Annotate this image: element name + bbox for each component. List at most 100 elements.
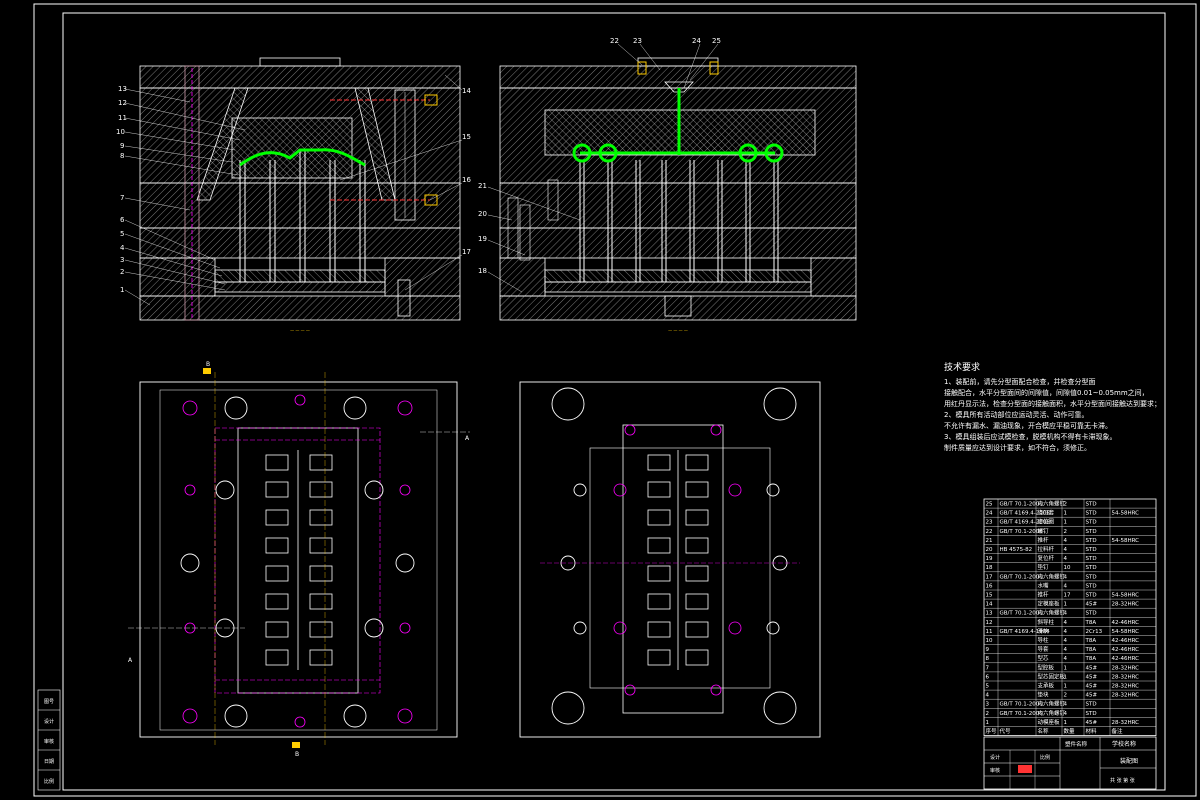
- bom-cell: 斜导柱: [1038, 618, 1055, 626]
- bom-cell: HB 4575-82: [1000, 547, 1033, 553]
- callout-a-8: 5: [120, 230, 124, 238]
- bom-cell: 10: [1064, 565, 1071, 571]
- view-b-caption: — — — —: [668, 328, 688, 333]
- bom-cell: 54-58HRC: [1112, 511, 1140, 517]
- section-mark-a-right: A: [465, 435, 470, 442]
- bom-cell: 垫钉: [1038, 563, 1050, 571]
- bom-cell: 型芯: [1038, 654, 1050, 662]
- bom-cell: 1: [1064, 674, 1068, 680]
- bom-cell: 28-32HRC: [1112, 720, 1140, 726]
- section-view-a: 13 12 11 10 9 8 7 6 5 4 3 2 1 14 15 16 1…: [116, 57, 471, 333]
- callout-b-top-3: 25: [712, 37, 721, 45]
- title-drawing-name: 装配图: [1120, 757, 1138, 765]
- callout-a-1: 12: [118, 99, 127, 107]
- bom-cell: 28-32HRC: [1112, 602, 1140, 608]
- callout-a-4: 9: [120, 142, 124, 150]
- bom-cell: 17: [986, 574, 993, 580]
- bom-cell: STD: [1086, 702, 1097, 708]
- bom-cell: 内六角螺钉: [1038, 609, 1066, 617]
- bom-cell: 23: [986, 520, 993, 526]
- bom-cell: STD: [1086, 511, 1097, 517]
- bom-cell: 17: [1064, 593, 1071, 599]
- bom-cell: 1: [986, 720, 990, 726]
- bom-cell: STD: [1086, 711, 1097, 717]
- bom-cell: STD: [1086, 556, 1097, 562]
- bom-cell: GB/T 70.1-2000: [1000, 702, 1044, 708]
- callout-a-11: 2: [120, 268, 124, 276]
- bom-cell: 4: [1064, 656, 1068, 662]
- bom-cell: 型腔板: [1038, 663, 1055, 671]
- tech-line-4: 不允许有漏水、漏油现象，开合模应平稳可靠无卡滞。: [944, 421, 1112, 430]
- bom-cell: 3: [986, 702, 990, 708]
- bom-cell: 2: [986, 711, 990, 717]
- bom-cell: 2Cr13: [1086, 629, 1103, 635]
- bom-cell: 推杆: [1038, 536, 1050, 544]
- bom-cell: 定模座板: [1038, 600, 1061, 608]
- margin-label-3: 日期: [44, 759, 54, 765]
- bom-cell: 4: [1064, 647, 1068, 653]
- title-school-label: 学校名称: [1112, 740, 1136, 748]
- bom-cell: STD: [1086, 538, 1097, 544]
- bom-cell: 45#: [1086, 674, 1098, 680]
- tech-line-5: 3、模具组装后应试模检查，脱模机构不得有卡滞现象。: [944, 432, 1116, 441]
- title-sheet-label: 共 张 第 张: [1110, 777, 1135, 784]
- bom-cell: GB/T 4169.4-2006: [1000, 511, 1051, 517]
- callout-b-top-2: 24: [692, 37, 701, 45]
- bom-cell: T8A: [1085, 647, 1097, 653]
- margin-label-2: 审核: [44, 738, 54, 745]
- bom-cell: 4: [1064, 583, 1068, 589]
- bom-cell: 54-58HRC: [1112, 593, 1140, 599]
- bom-cell: 4: [1064, 574, 1068, 580]
- bom-cell: 复位杆: [1038, 554, 1055, 562]
- bom-cell: 25: [986, 502, 993, 508]
- bom-cell: 13: [986, 611, 993, 617]
- bom-header-cell: 名称: [1038, 727, 1050, 735]
- bom-cell: 28-32HRC: [1112, 665, 1140, 671]
- title-check-label: 审核: [990, 767, 1000, 774]
- bom-cell: 45#: [1086, 693, 1098, 699]
- tech-line-6: 制件质量应达到设计要求，如不符合，须修正。: [944, 443, 1091, 452]
- callout-b-top-1: 23: [633, 37, 642, 45]
- callout-a-9: 4: [120, 244, 125, 252]
- bom-cell: STD: [1086, 547, 1097, 553]
- bom-cell: 推杆: [1038, 591, 1050, 599]
- bom-cell: 内六角螺钉: [1038, 500, 1066, 508]
- bom-header-cell: 材料: [1086, 727, 1098, 735]
- bom-cell: 1: [1064, 684, 1068, 690]
- bom-cell: 6: [986, 674, 990, 680]
- bom-cell: 4: [1064, 611, 1068, 617]
- callout-b-left-0: 21: [478, 182, 487, 190]
- section-view-b: 22 23 24 25 21 20 19 18 — — — —: [478, 37, 857, 333]
- bom-cell: 1: [1064, 602, 1068, 608]
- bom-header-cell: 备注: [1112, 727, 1124, 735]
- bom-cell: GB/T 70.1-2000: [1000, 574, 1044, 580]
- bom-cell: 28-32HRC: [1112, 684, 1140, 690]
- tech-title: 技术要求: [944, 361, 980, 373]
- bom-cell: 19: [986, 556, 993, 562]
- bom-cell: GB/T 4169.4-1984: [1000, 629, 1051, 635]
- callout-b-top-0: 22: [610, 37, 619, 45]
- bom-cell: 1: [1064, 520, 1068, 526]
- section-mark-b-bottom: B: [295, 751, 299, 758]
- cavity-array-left: [265, 454, 333, 666]
- bom-cell: 21: [986, 538, 993, 544]
- callout-a-13: 14: [462, 87, 471, 95]
- bom-cell: 16: [986, 583, 993, 589]
- bom-cell: 45#: [1086, 602, 1098, 608]
- outer-sheet-border: [33, 3, 1197, 797]
- bom-cell: STD: [1086, 529, 1097, 535]
- bom-cell: 42-46HRC: [1112, 656, 1140, 662]
- bom-cell: 8: [986, 656, 990, 662]
- view-a-caption: — — — —: [290, 328, 310, 333]
- bom-cell: 54-58HRC: [1112, 538, 1140, 544]
- callout-a-6: 7: [120, 194, 124, 202]
- section-mark-a-left: A: [128, 657, 133, 664]
- bom-cell: STD: [1086, 520, 1097, 526]
- bom-cell: 水嘴: [1038, 581, 1050, 589]
- bom-header-cell: 代号: [1000, 727, 1012, 735]
- callout-a-2: 11: [118, 114, 127, 122]
- callout-a-0: 13: [118, 85, 127, 93]
- bom-cell: STD: [1086, 565, 1097, 571]
